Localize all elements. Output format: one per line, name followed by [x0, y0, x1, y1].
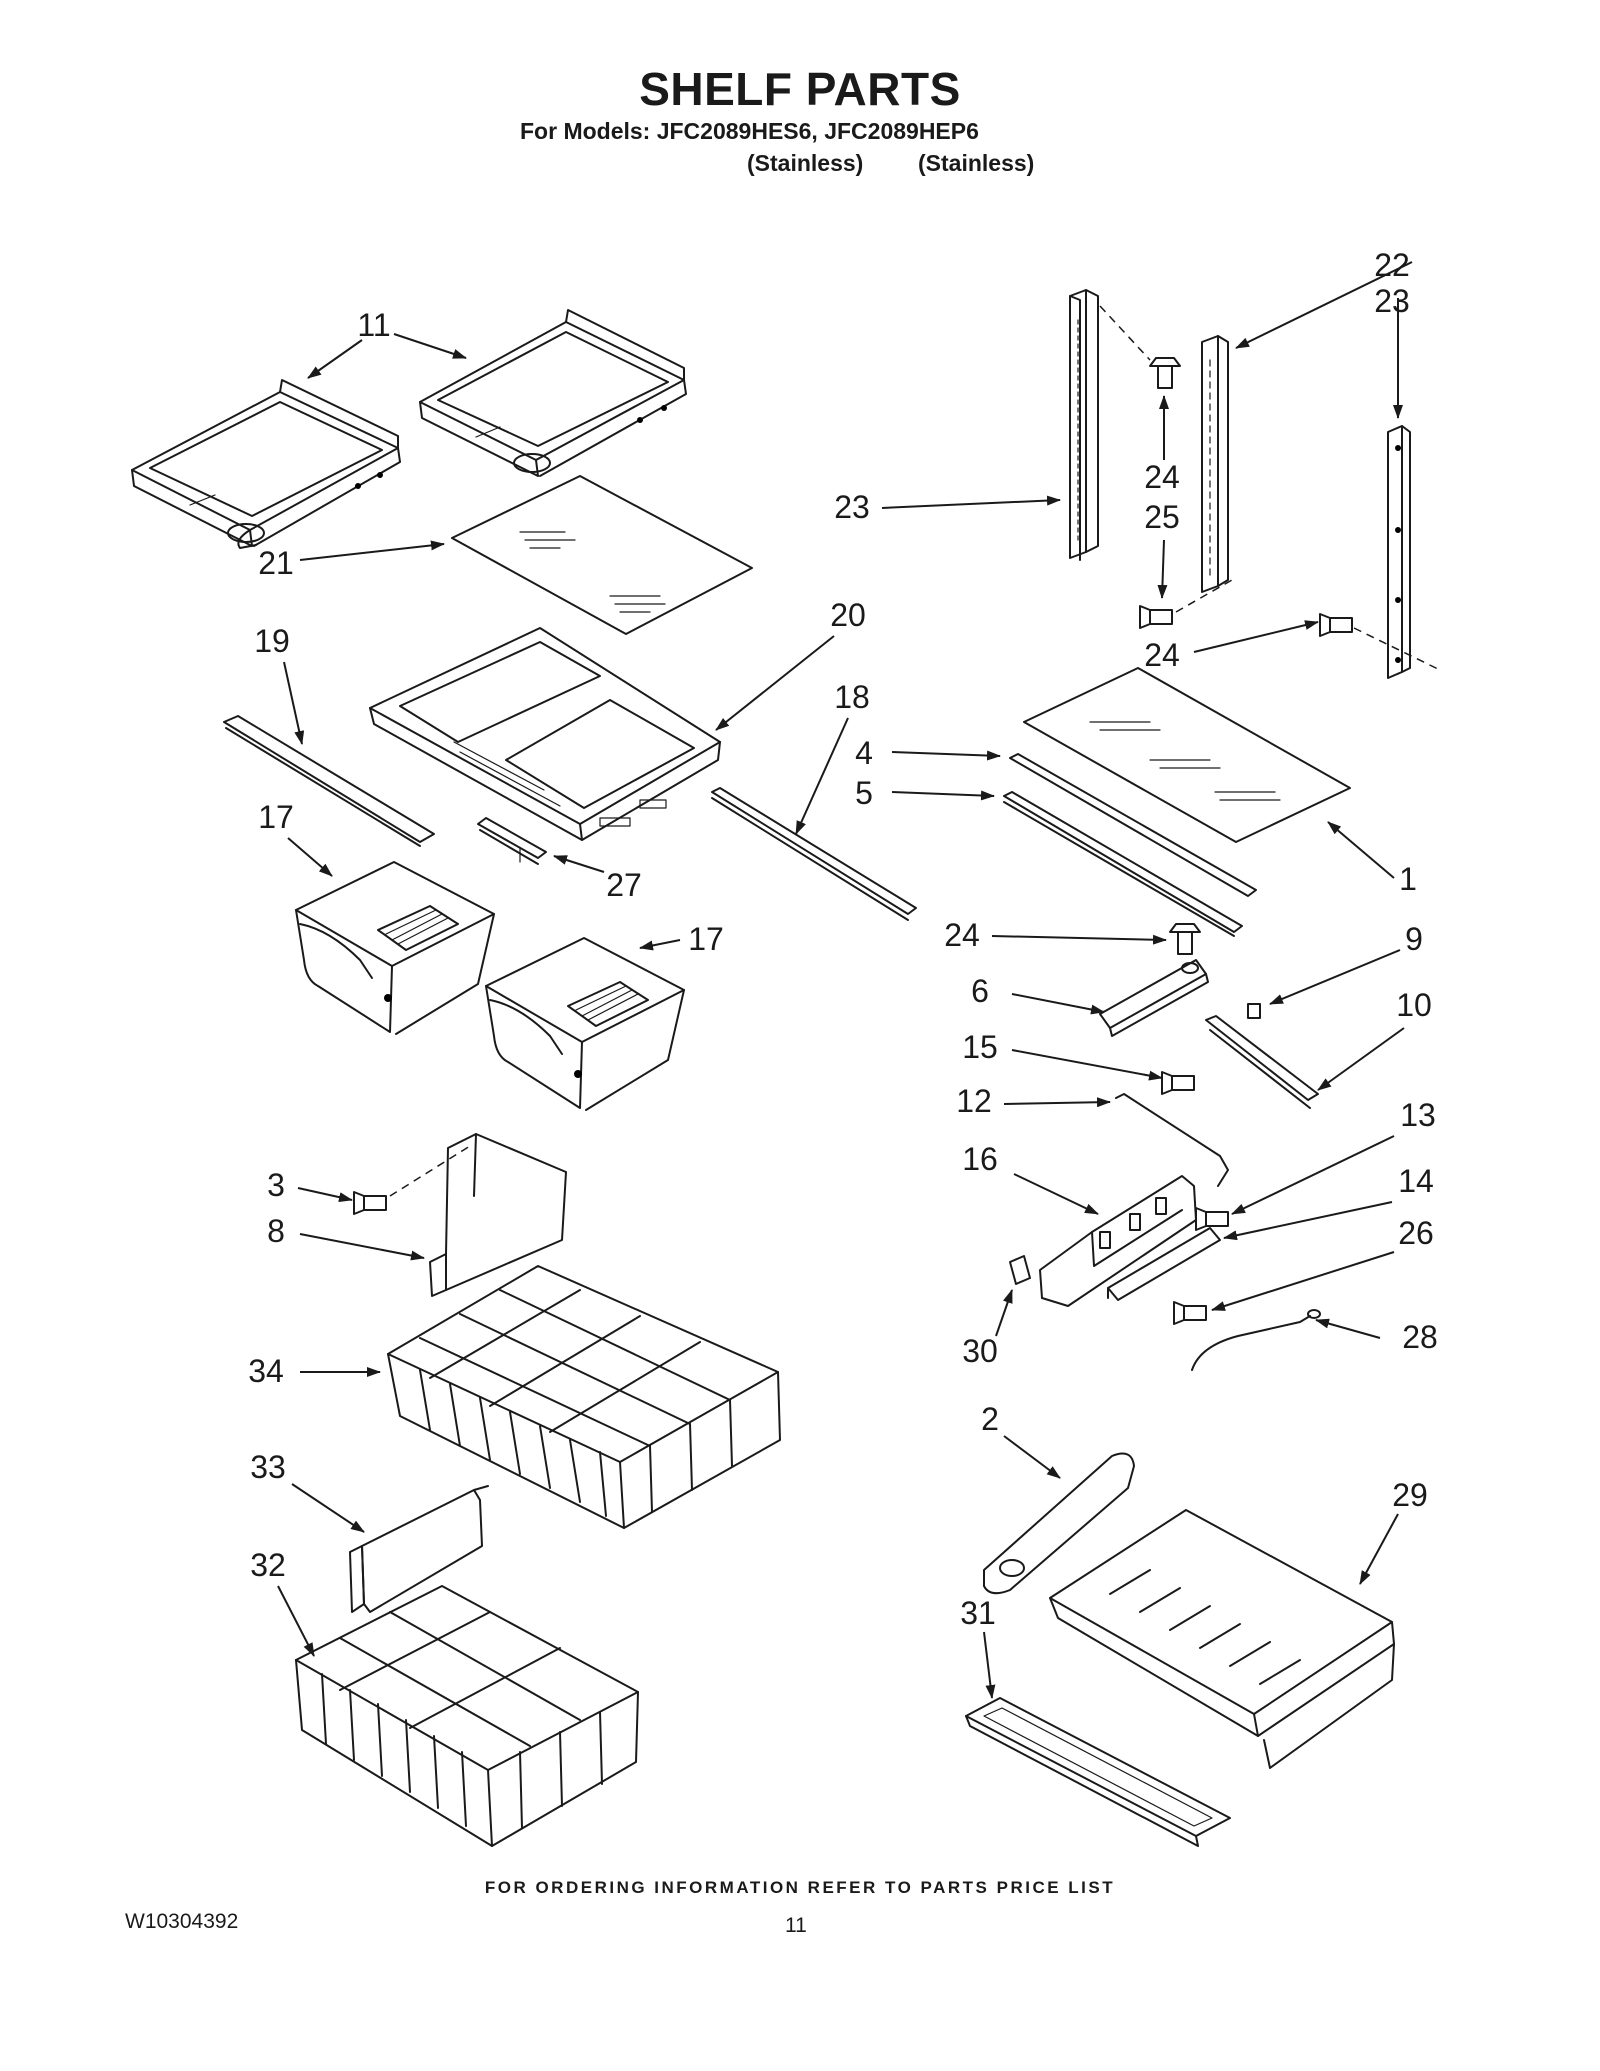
support-wire	[1115, 1093, 1229, 1187]
crisper-drawer-left	[295, 861, 495, 1035]
screw-guide	[1173, 1301, 1207, 1325]
callout-13: 13	[1400, 1097, 1436, 1133]
callout-5: 5	[855, 775, 873, 811]
shelf-rail-right	[1201, 335, 1229, 593]
callout-4: 4	[855, 735, 873, 771]
callout-11: 11	[357, 307, 390, 343]
callout-6: 6	[971, 973, 989, 1009]
wire-basket-upper	[387, 1265, 781, 1529]
callout-31: 31	[960, 1595, 996, 1631]
basket-divider-upper	[429, 1133, 567, 1297]
freezer-tray	[1049, 1509, 1395, 1769]
wire-basket-lower	[295, 1585, 639, 1847]
callout-18: 18	[834, 679, 870, 715]
shelf-trim-rear	[1003, 791, 1243, 937]
callout-14: 14	[1398, 1163, 1434, 1199]
models-line: For Models: JFC2089HES6, JFC2089HEP6	[520, 118, 979, 144]
screw-slide	[1161, 1071, 1195, 1095]
clip-small	[1247, 1003, 1261, 1019]
shelf-rail-left	[1069, 289, 1099, 561]
callout-9: 9	[1405, 921, 1423, 957]
crisper-cover-frame	[369, 627, 721, 841]
small-clip	[1009, 1255, 1031, 1285]
callout-23-left: 23	[834, 489, 870, 525]
shelf-rail-far-right	[1387, 425, 1411, 679]
crisper-cover-strip	[223, 715, 435, 847]
document-number: W10304392	[125, 1910, 239, 1933]
slide-guide	[1107, 1227, 1221, 1301]
callout-24-upper: 24	[1144, 459, 1180, 495]
callout-1: 1	[1399, 861, 1417, 897]
callout-25: 25	[1144, 499, 1180, 535]
screw-bracket	[1169, 923, 1201, 955]
callout-15: 15	[962, 1029, 998, 1065]
callout-32: 32	[250, 1547, 286, 1583]
callout-19: 19	[254, 623, 290, 659]
callout-21: 21	[258, 545, 294, 581]
leader-lines	[277, 261, 1413, 1699]
callout-26: 26	[1398, 1215, 1434, 1251]
page-number: 11	[785, 1914, 807, 1937]
callout-17-left: 17	[258, 799, 294, 835]
callout-29: 29	[1392, 1477, 1428, 1513]
drawer-handle	[983, 1452, 1135, 1595]
crisper-divider-bracket	[477, 817, 547, 865]
callout-12: 12	[956, 1083, 992, 1119]
callout-8: 8	[267, 1213, 285, 1249]
drawer-slide-housing	[1039, 1175, 1197, 1307]
callout-20: 20	[830, 597, 866, 633]
basket-divider-lower	[349, 1485, 489, 1613]
callout-33: 33	[250, 1449, 286, 1485]
glass-shelf-upper	[451, 475, 753, 635]
callout-27: 27	[606, 867, 642, 903]
callout-24-right: 24	[1144, 637, 1180, 673]
callout-3: 3	[267, 1167, 285, 1203]
callout-28: 28	[1402, 1319, 1438, 1355]
ordering-note: FOR ORDERING INFORMATION REFER TO PARTS …	[484, 1878, 1116, 1897]
callout-22: 22	[1374, 247, 1410, 283]
callout-17-right: 17	[688, 921, 724, 957]
screw-mid	[1139, 605, 1173, 629]
finish-label-1: (Stainless)	[747, 150, 864, 176]
screw-basket	[353, 1191, 387, 1215]
glass-shelf-lower	[1023, 667, 1351, 843]
pivot-rod	[1191, 1309, 1321, 1371]
crisper-drawer-right	[485, 937, 685, 1111]
callout-24-bracket: 24	[944, 917, 980, 953]
callout-2: 2	[981, 1401, 999, 1437]
shelf-support-bracket	[1099, 959, 1209, 1037]
slide-rail	[1205, 1015, 1319, 1109]
screw-upper	[1149, 357, 1181, 389]
screw-right	[1319, 613, 1353, 637]
crisper-trim	[711, 787, 917, 921]
page-title: SHELF PARTS	[639, 63, 961, 115]
callout-34: 34	[248, 1353, 284, 1389]
tray-cover	[965, 1697, 1231, 1847]
shelf-frame-right	[419, 309, 687, 477]
callout-23-right: 23	[1374, 283, 1410, 319]
callout-10: 10	[1396, 987, 1432, 1023]
screw-housing	[1195, 1207, 1229, 1231]
finish-label-2: (Stainless)	[918, 150, 1035, 176]
shelf-trim-front	[1009, 753, 1257, 897]
callout-30: 30	[962, 1333, 998, 1369]
callout-16: 16	[962, 1141, 998, 1177]
callout-labels: 11 21 19 20 18 17 27 17 23 22 23 24 25 2…	[248, 247, 1438, 1631]
shelf-frame-left	[131, 379, 401, 549]
